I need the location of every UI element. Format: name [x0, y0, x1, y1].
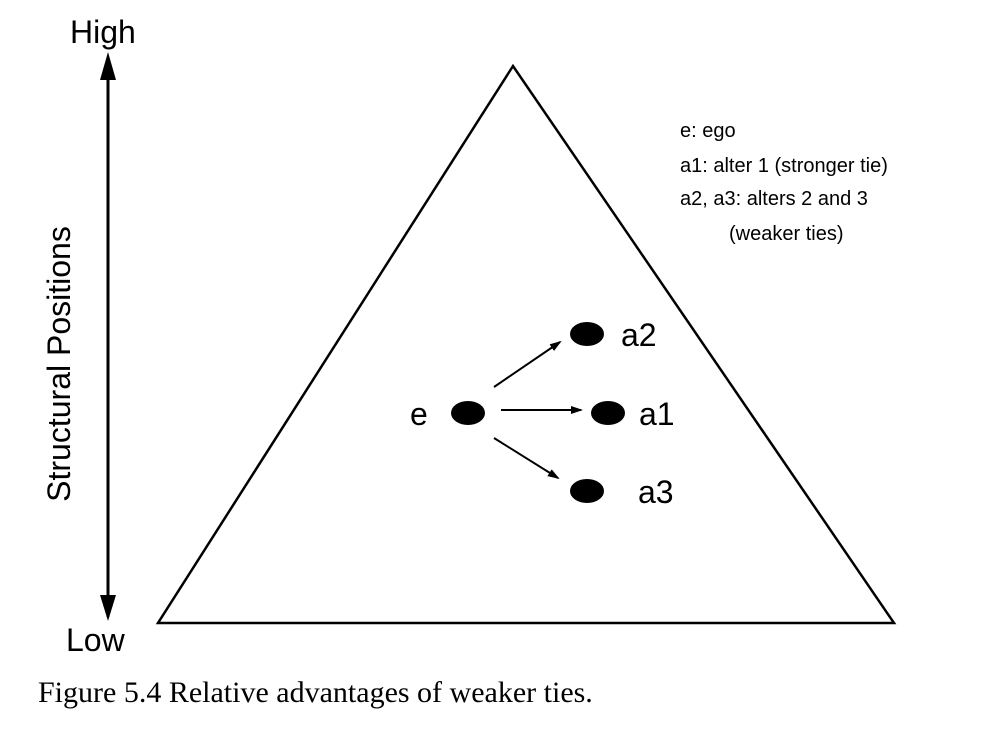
- axis-low-label: Low: [66, 622, 126, 658]
- tie-ego-to-alter-2: [493, 340, 562, 388]
- status-triangle: [155, 63, 897, 625]
- alter-1-label: a1: [639, 396, 675, 432]
- legend-alter-1: a1: alter 1 (stronger tie): [680, 155, 888, 177]
- structural-position-diagram: High Low Structural Positions e: ego a1:…: [41, 14, 897, 658]
- ego-node: [451, 401, 485, 425]
- axis-arrow-up-icon: [100, 52, 116, 80]
- axis-title: Structural Positions: [41, 226, 77, 502]
- ego-label: e: [410, 396, 428, 432]
- alter-3-label: a3: [638, 474, 674, 510]
- axis-high-label: High: [70, 14, 136, 50]
- alter-1-node: [591, 401, 625, 425]
- alter-3-node: [570, 479, 604, 503]
- legend-ego: e: ego: [680, 120, 736, 142]
- alter-2-label: a2: [621, 317, 657, 353]
- figure-caption: Figure 5.4 Relative advantages of weaker…: [38, 676, 593, 709]
- legend-alters-2-3: a2, a3: alters 2 and 3: [680, 188, 868, 210]
- axis-arrow-down-icon: [100, 595, 116, 621]
- legend-weaker-ties: (weaker ties): [729, 223, 843, 245]
- alter-2-node: [570, 322, 604, 346]
- tie-ego-to-alter-3: [493, 437, 560, 480]
